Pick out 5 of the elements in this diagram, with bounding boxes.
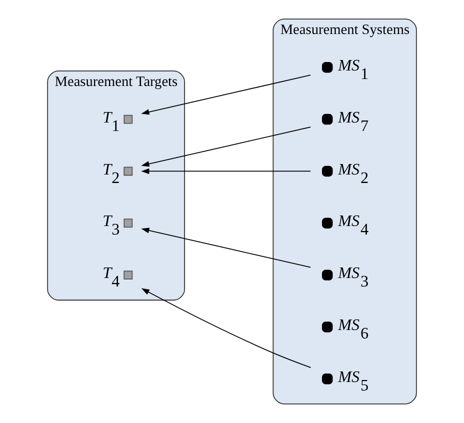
- arrow: [141, 288, 312, 368]
- arrow: [141, 168, 311, 174]
- arrow: [141, 74, 311, 115]
- arrow: [141, 228, 311, 268]
- arrow: [141, 126, 311, 167]
